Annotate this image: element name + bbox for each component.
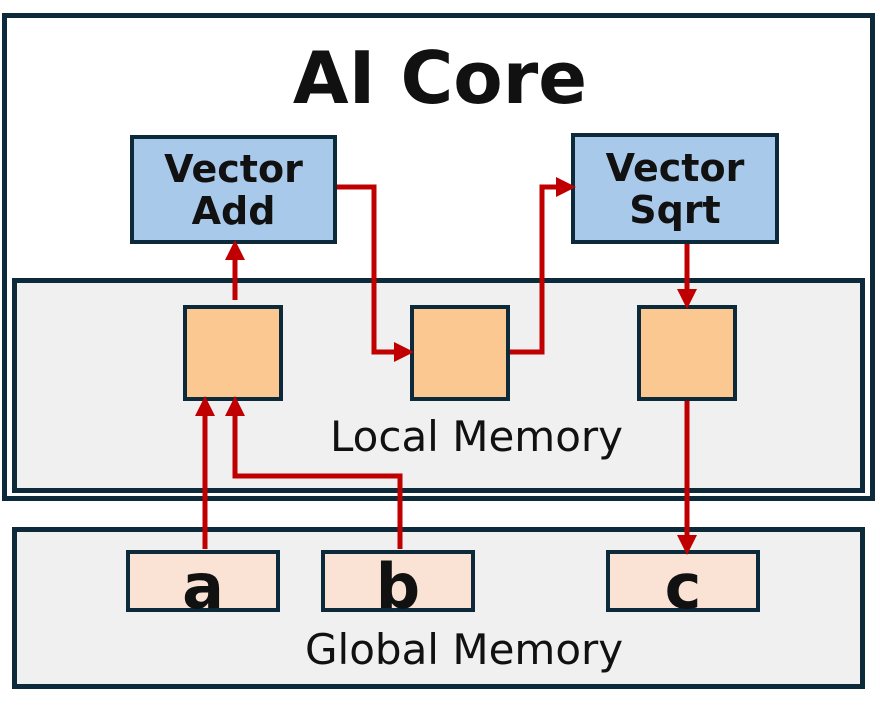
vector-sqrt-label: Vector Sqrt xyxy=(605,145,745,232)
local-buffer-input xyxy=(183,305,283,401)
local-buffer-output xyxy=(637,305,737,401)
var-b-label: b xyxy=(375,550,421,623)
local-memory-label: Local Memory xyxy=(330,412,624,461)
global-memory-label: Global Memory xyxy=(305,625,624,674)
global-var-c: c xyxy=(606,550,760,618)
arrow-add-to-buffer xyxy=(337,184,414,362)
vector-add-label: Vector Add xyxy=(164,146,303,233)
global-var-b: b xyxy=(321,550,475,618)
var-c-label: c xyxy=(664,550,702,623)
arrow-b-to-buffer xyxy=(225,396,403,549)
ai-core-title: AI Core xyxy=(292,36,588,120)
var-a-label: a xyxy=(182,550,224,623)
arrow-buffer-to-sqrt xyxy=(510,177,576,355)
global-var-a: a xyxy=(126,550,280,618)
